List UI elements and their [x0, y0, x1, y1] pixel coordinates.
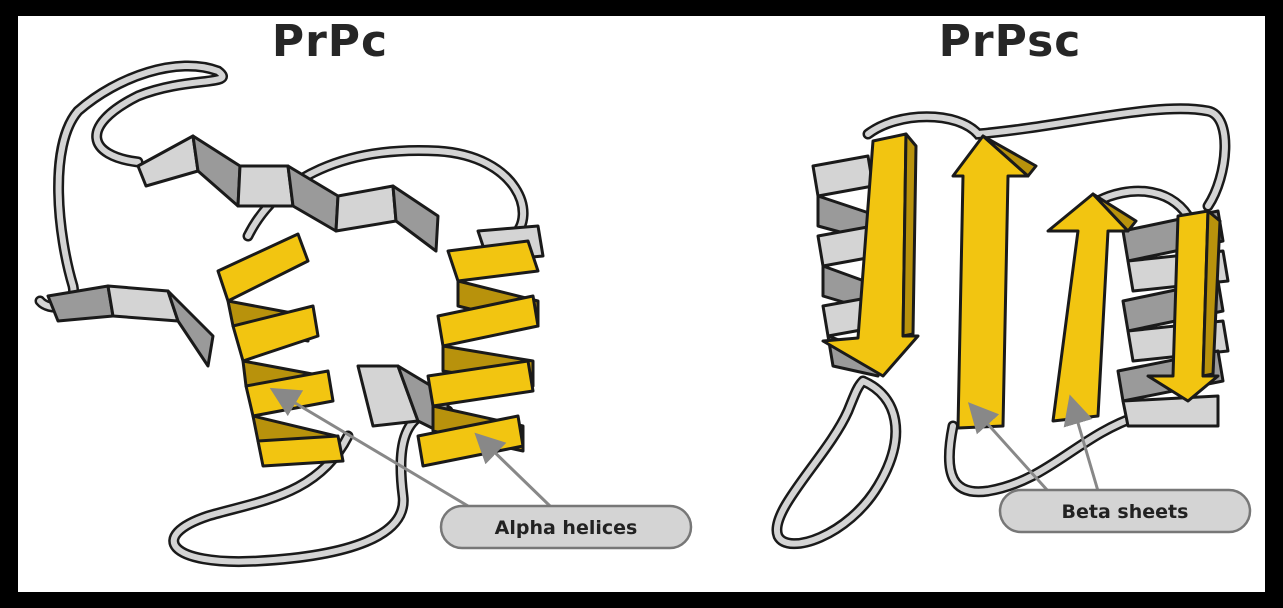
prpc-alpha-helix-right — [418, 241, 538, 466]
beta-strand-3 — [1048, 194, 1128, 421]
prpsc-panel: PrPsc — [777, 16, 1250, 544]
alpha-helices-callout: Alpha helices — [441, 506, 691, 548]
prpc-title: PrPc — [272, 16, 388, 67]
prpsc-title: PrPsc — [939, 16, 1082, 67]
diagram-canvas: PrPc — [18, 16, 1265, 592]
beta-sheets-callout: Beta sheets — [1000, 490, 1250, 532]
alpha-helices-label: Alpha helices — [495, 517, 638, 539]
beta-sheets-label: Beta sheets — [1062, 501, 1189, 523]
protein-diagram: PrPc — [18, 16, 1265, 592]
prpc-alpha-helix-left — [218, 234, 343, 466]
beta-strand-2 — [953, 136, 1028, 428]
prpc-panel: PrPc — [40, 16, 691, 562]
